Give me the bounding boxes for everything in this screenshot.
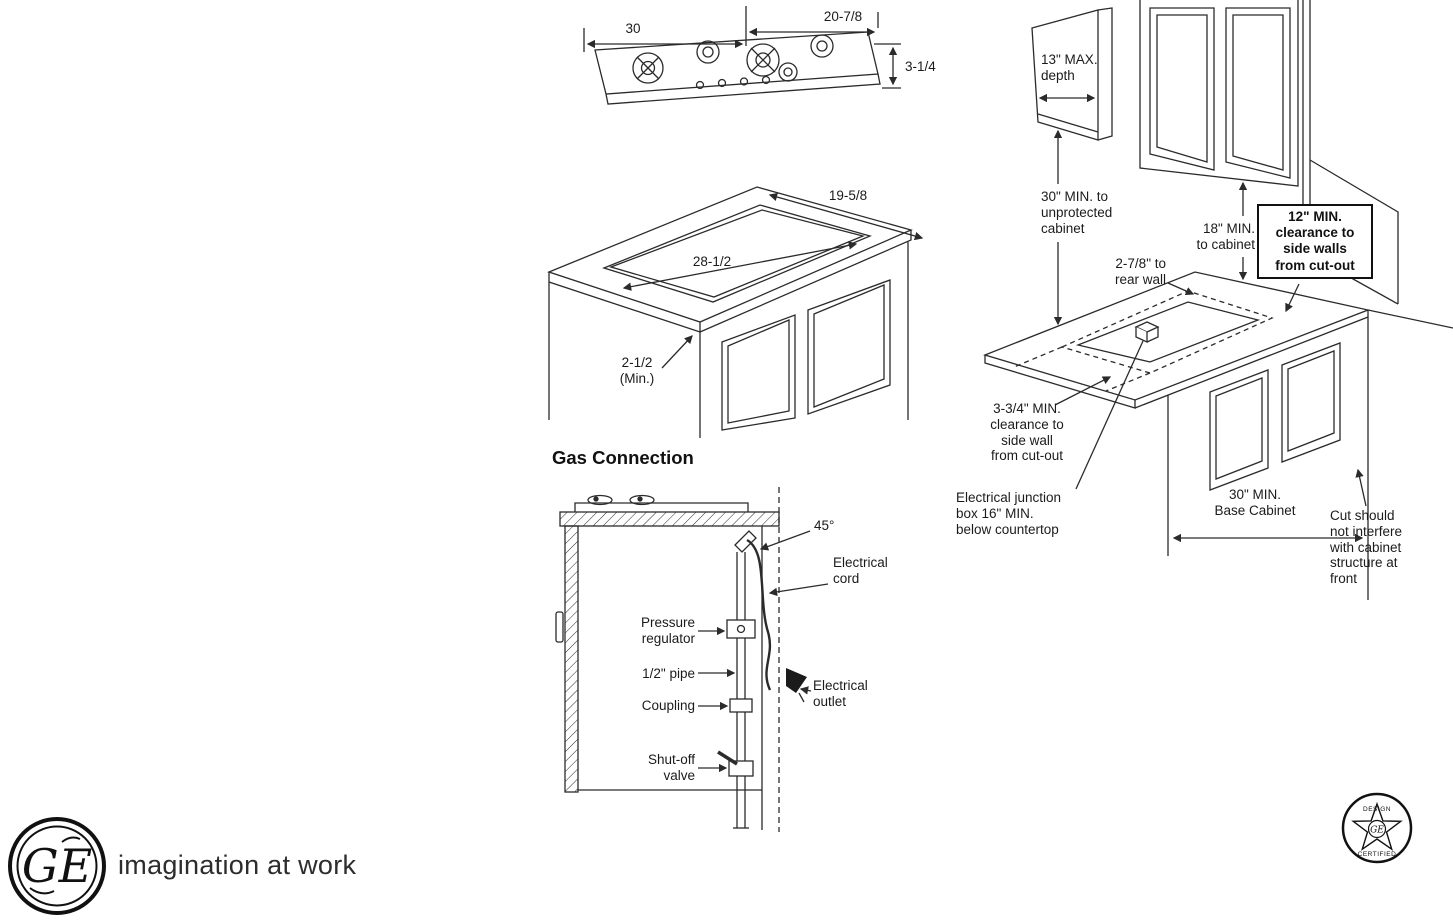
badge-design-text: DESIGN: [1363, 806, 1391, 813]
cut-note-label: Cut should not interfere with cabinet st…: [1330, 508, 1403, 587]
install-view-drawing: [983, 0, 1453, 600]
dim-depth-label: 19-5/8: [828, 188, 868, 203]
side-wall-clearance-box: 12" MIN. clearance to side walls from cu…: [1257, 204, 1373, 279]
ge-monogram-text: GE: [22, 839, 92, 893]
junction-box-label: Electrical junction box 16" MIN. below c…: [956, 490, 1062, 537]
to-rear-wall-label: 2-7/8" to rear wall: [1114, 256, 1166, 287]
ge-tagline: imagination at work: [118, 850, 357, 880]
min-to-unprotected-label: 30" MIN. to unprotected cabinet: [1041, 189, 1113, 236]
dim-height-label: 3-1/4: [905, 59, 936, 74]
gas-connection-drawing: [555, 487, 829, 832]
badge-center-monogram: GE: [1370, 826, 1384, 836]
cooktop-top-view-drawing: [583, 6, 901, 105]
min-to-cabinet-label: 18" MIN. to cabinet: [1196, 221, 1255, 252]
angle-45-label: 45°: [814, 518, 835, 533]
cutout-view-drawing: [547, 186, 924, 438]
dim-width-right-label: 20-7/8: [823, 9, 863, 24]
gas-connection-heading: Gas Connection: [552, 447, 694, 468]
badge-certified-text: CERTIFIED: [1358, 851, 1397, 858]
shutoff-valve-label: Shut-off valve: [647, 752, 695, 783]
dim-width-30-label: 30: [625, 21, 641, 36]
pressure-regulator-label: Pressure regulator: [640, 615, 695, 646]
electrical-cord-label: Electrical cord: [833, 555, 888, 586]
dim-cutout-width-label: 28-1/2: [692, 254, 732, 269]
dim-front-min-label: 2-1/2 (Min.): [619, 355, 655, 386]
base-cabinet-label: 30" MIN. Base Cabinet: [1214, 487, 1296, 518]
max-depth-label: 13" MAX. depth: [1041, 52, 1098, 83]
coupling-label: Coupling: [641, 698, 695, 713]
design-certified-badge: GE DESIGN CERTIFIED: [1341, 792, 1413, 864]
side-wall-cutout-clearance-label: 3-3/4" MIN. clearance to side wall from …: [990, 401, 1064, 464]
ge-logo: GE: [8, 817, 106, 915]
electrical-outlet-label: Electrical outlet: [813, 678, 868, 709]
half-inch-pipe-label: 1/2" pipe: [642, 666, 695, 681]
